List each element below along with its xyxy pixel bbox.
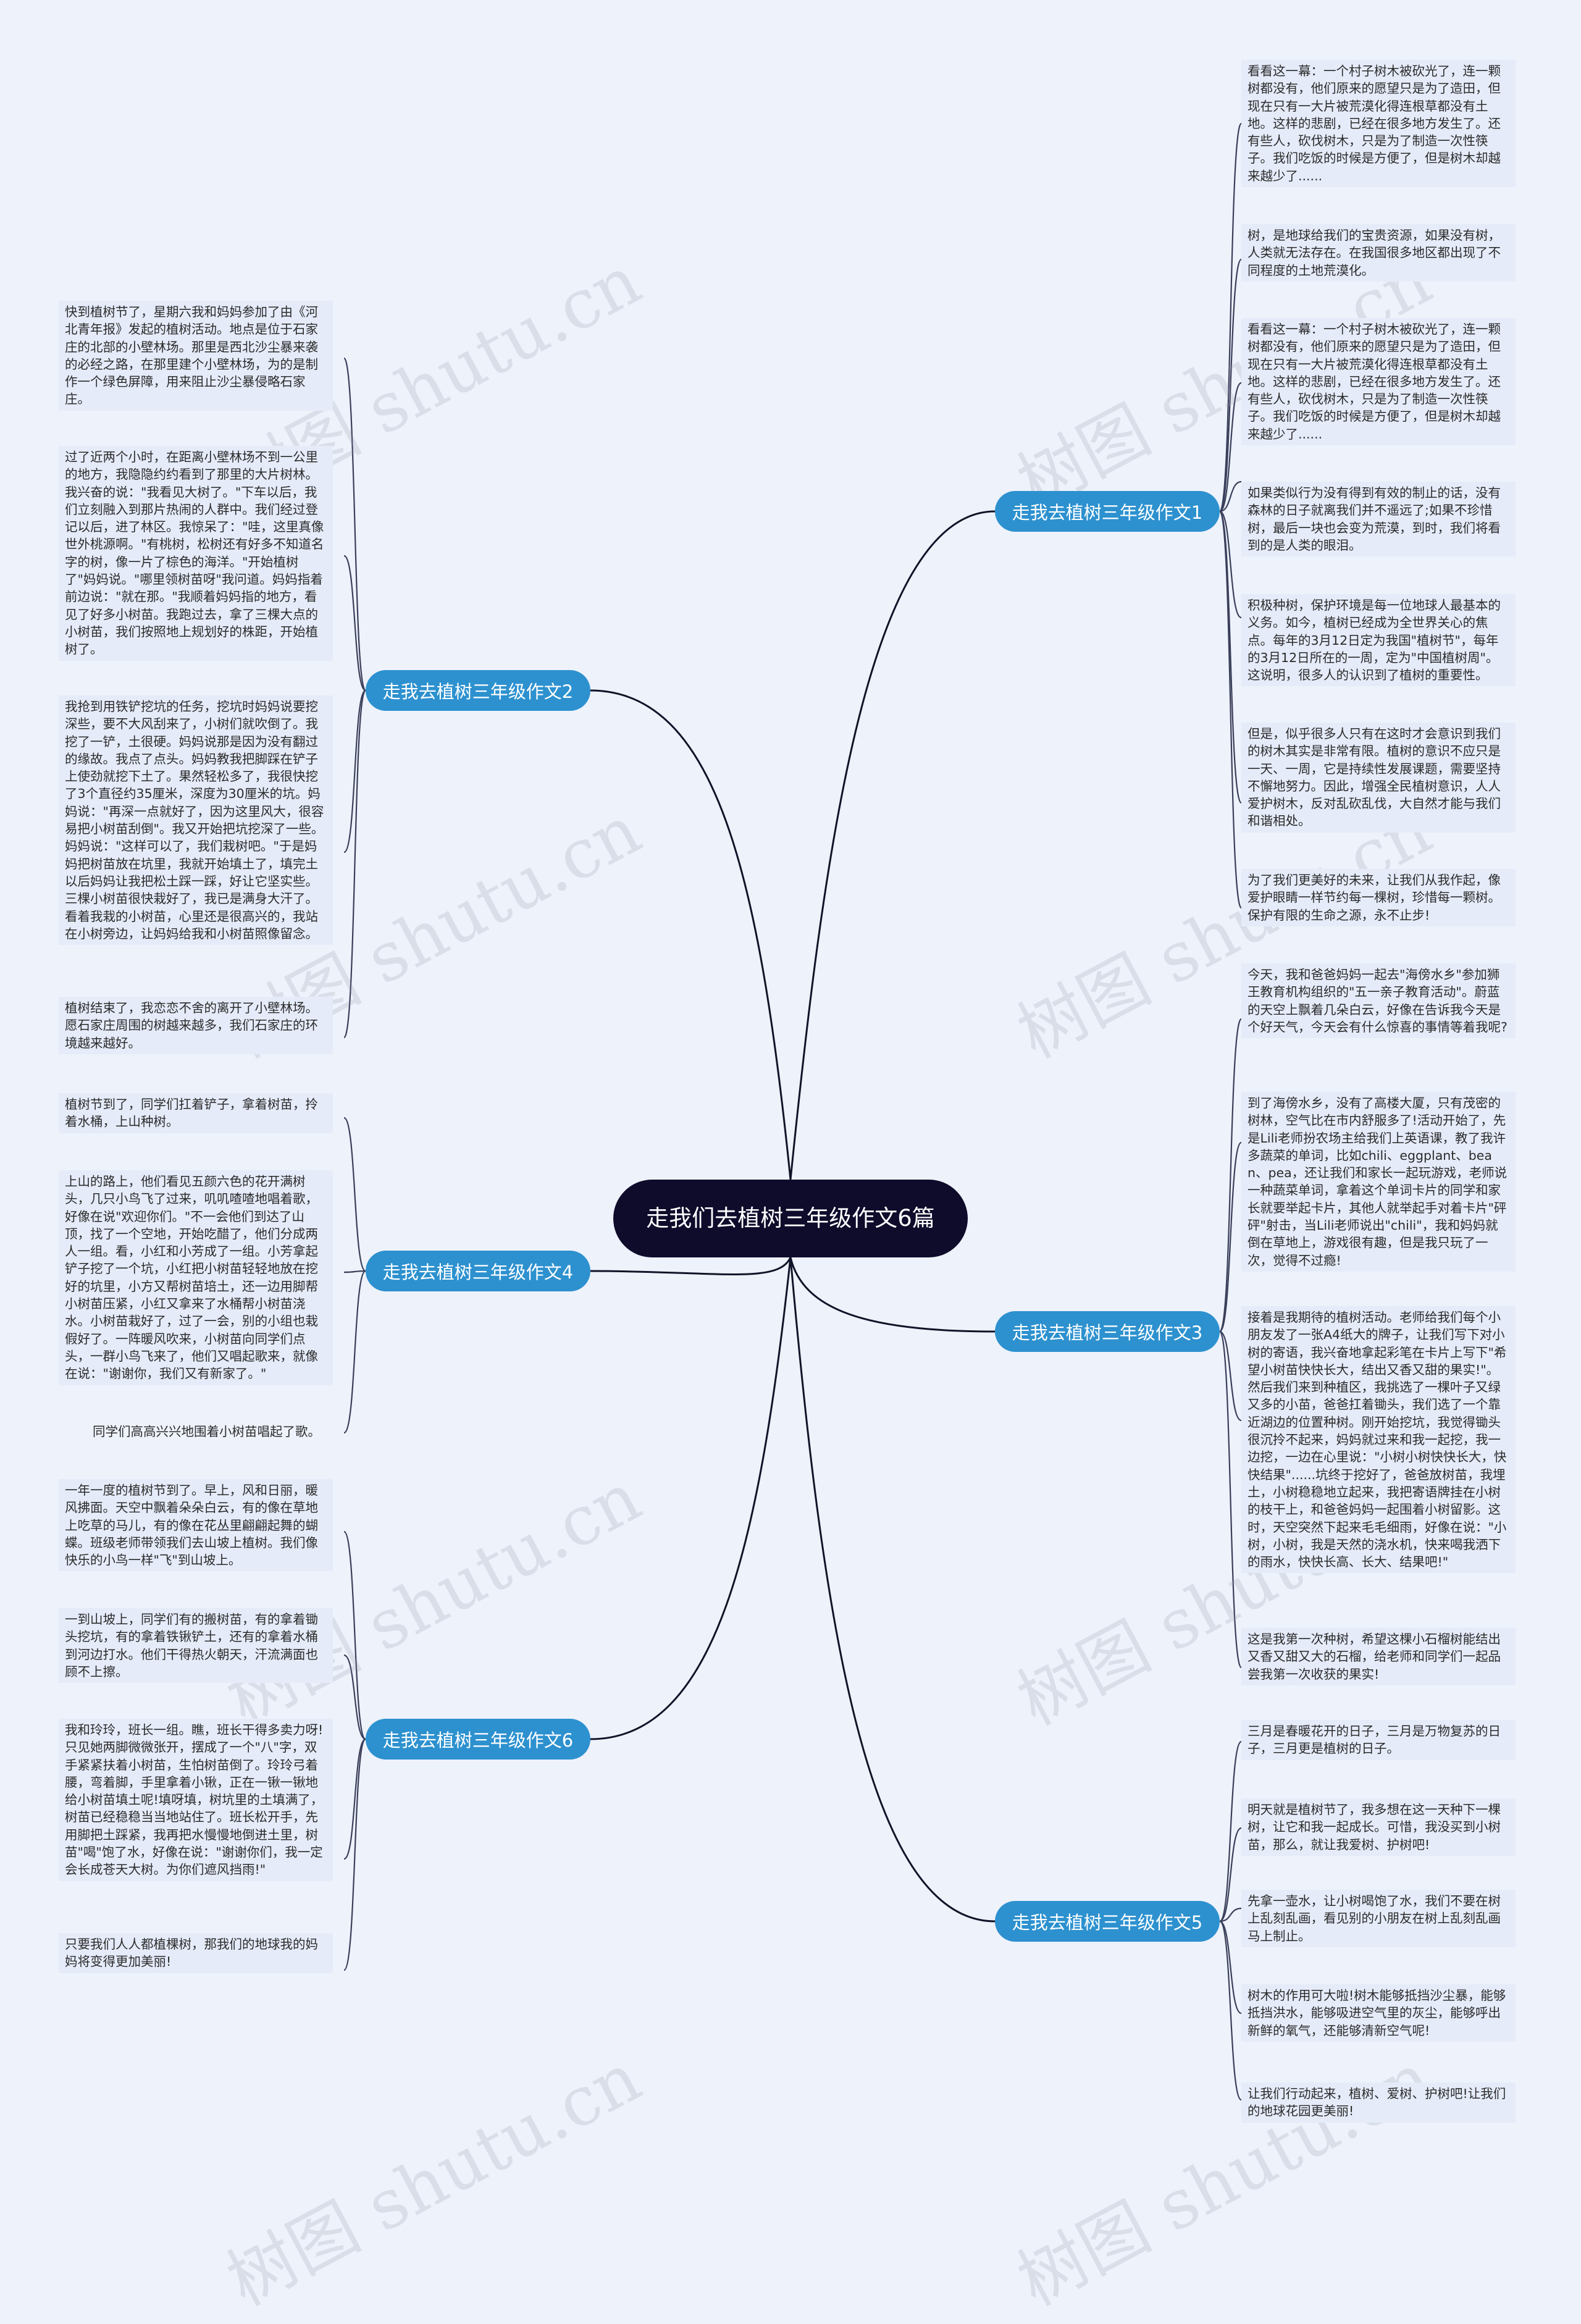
leaf-node: 今天，我和爸爸妈妈一起去"海傍水乡"参加狮王教育机构组织的"五一亲子教育活动"。… bbox=[1241, 963, 1516, 1039]
connector-to-branch-6 bbox=[590, 1257, 792, 1740]
leaf-node: 为了我们更美好的未来，让我们从我作起，像爱护眼睛一样节约每一棵树，珍惜每一颗树。… bbox=[1241, 869, 1516, 926]
leaf-node: 但是，似乎很多人只有在这时才会意识到我们的树木其实是非常有限。植树的意识不应只是… bbox=[1241, 723, 1516, 833]
leaf-node: 先拿一壶水，让小树喝饱了水，我们不要在树上乱刻乱画，看见别的小朋友在树上乱刻乱画… bbox=[1241, 1890, 1516, 1947]
leaf-node: 看看这一幕：一个村子树木被砍光了，连一颗树都没有，他们原来的愿望只是为了造田，但… bbox=[1241, 60, 1516, 188]
leaf-node: 植树节到了，同学们扛着铲子，拿着树苗，拎着水桶，上山种树。 bbox=[59, 1093, 333, 1133]
leaf-node: 一年一度的植树节到了。早上，风和日丽，暖风拂面。天空中飘着朵朵白云，有的像在草地… bbox=[59, 1479, 333, 1572]
branch-node-1[interactable]: 走我去植树三年级作文1 bbox=[995, 491, 1220, 532]
leaf-node: 到了海傍水乡，没有了高楼大厦，只有茂密的树林，空气比在市内舒服多了!活动开始了，… bbox=[1241, 1092, 1516, 1272]
leaf-node: 我和玲玲，班长一组。瞧，班长干得多卖力呀!只见她两脚微微张开，摆成了一个"八"字… bbox=[59, 1719, 333, 1881]
leaf-node: 过了近两个小时，在距离小壁林场不到一公里的地方，我隐隐约约看到了那里的大片树林。… bbox=[59, 446, 333, 661]
connector-to-branch-5 bbox=[789, 1257, 996, 1923]
branch-node-5[interactable]: 走我去植树三年级作文5 bbox=[995, 1901, 1220, 1942]
branch-node-6[interactable]: 走我去植树三年级作文6 bbox=[366, 1719, 590, 1760]
leaf-node: 这是我第一次种树，希望这棵小石榴树能结出又香又甜又大的石榴，给老师和同学们一起品… bbox=[1241, 1628, 1516, 1685]
leaf-node: 只要我们人人都植棵树，那我们的地球我的妈妈将变得更加美丽! bbox=[59, 1933, 333, 1973]
leaf-node: 看看这一幕：一个村子树木被砍光了，连一颗树都没有，他们原来的愿望只是为了造田，但… bbox=[1241, 318, 1516, 446]
leaf-node: 让我们行动起来，植树、爱树、护树吧!让我们的地球花园更美丽! bbox=[1241, 2083, 1516, 2123]
connector-to-branch-4 bbox=[590, 1257, 792, 1275]
leaf-node: 我抢到用铁铲挖坑的任务，挖坑时妈妈说要挖深些，要不大风刮来了，小树们就吹倒了。我… bbox=[59, 695, 333, 946]
leaf-node: 一到山坡上，同学们有的搬树苗，有的拿着锄头挖坑，有的拿着铁锹铲土，还有的拿着水桶… bbox=[59, 1608, 333, 1684]
leaf-node: 同学们高高兴兴地围着小树苗唱起了歌。 bbox=[93, 1424, 321, 1439]
branch-node-3[interactable]: 走我去植树三年级作文3 bbox=[995, 1311, 1220, 1352]
leaf-node: 积极种树，保护环境是每一位地球人最基本的义务。如今，植树已经成为全世界关心的焦点… bbox=[1241, 594, 1516, 687]
leaf-node: 树木的作用可大啦!树木能够抵挡沙尘暴，能够抵挡洪水，能够吸进空气里的灰尘，能够呼… bbox=[1241, 1984, 1516, 2042]
connector-to-branch-3 bbox=[789, 1257, 996, 1333]
leaf-node: 三月是春暖花开的日子，三月是万物复苏的日子，三月更是植树的日子。 bbox=[1241, 1720, 1516, 1760]
branch-node-4[interactable]: 走我去植树三年级作文4 bbox=[366, 1251, 590, 1291]
leaf-node: 如果类似行为没有得到有效的制止的话，没有森林的日子就离我们并不遥远了;如果不珍惜… bbox=[1241, 482, 1516, 557]
leaf-node: 上山的路上，他们看见五颜六色的花开满树头，几只小鸟飞了过来，叽叽喳喳地唱着歌，好… bbox=[59, 1170, 333, 1385]
leaf-node: 树，是地球给我们的宝贵资源，如果没有树，人类就无法存在。在我国很多地区都出现了不… bbox=[1241, 224, 1516, 282]
central-topic[interactable]: 走我们去植树三年级作文6篇 bbox=[613, 1180, 968, 1257]
leaf-node: 植树结束了，我恋恋不舍的离开了小壁林场。愿石家庄周围的树越来越多，我们石家庄的环… bbox=[59, 997, 333, 1054]
connector-to-branch-2 bbox=[590, 689, 792, 1180]
branch-node-2[interactable]: 走我去植树三年级作文2 bbox=[366, 670, 590, 711]
connector-lines bbox=[343, 122, 1243, 2101]
leaf-node: 明天就是植树节了，我多想在这一天种下一棵树，让它和我一起成长。可惜，我没买到小树… bbox=[1241, 1798, 1516, 1856]
connector-to-branch-1 bbox=[789, 510, 996, 1180]
leaf-node: 接着是我期待的植树活动。老师给我们每个小朋友发了一张A4纸大的牌子，让我们写下对… bbox=[1241, 1306, 1516, 1574]
leaf-node: 快到植树节了，星期六我和妈妈参加了由《河北青年报》发起的植树活动。地点是位于石家… bbox=[59, 301, 333, 411]
